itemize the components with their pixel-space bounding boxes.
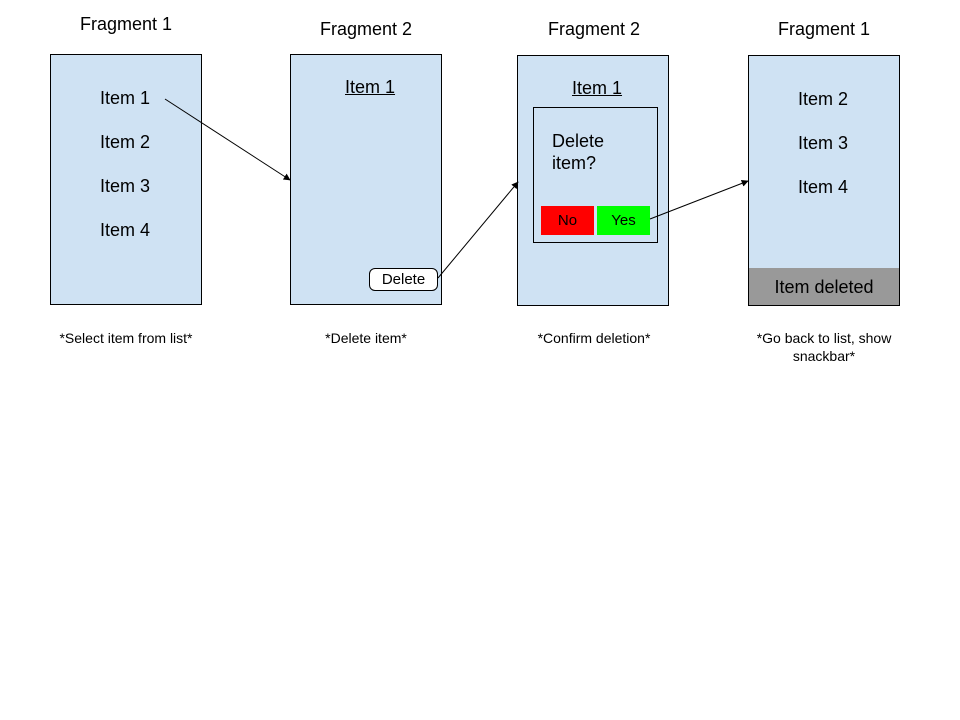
no-button[interactable]: No — [541, 206, 594, 235]
panel-1-title: Fragment 1 — [79, 14, 173, 34]
panel-4-caption-line-2: snackbar* — [792, 348, 856, 364]
list-item[interactable]: Item 4 — [798, 177, 849, 197]
delete-button[interactable]: Delete — [369, 268, 438, 291]
detail-header: Item 1 — [572, 78, 623, 98]
panel-2-screen: Item 1 Delete — [290, 54, 442, 305]
list-item[interactable]: Item 3 — [798, 133, 849, 153]
panel-3-caption: *Confirm deletion* — [537, 330, 651, 346]
confirm-dialog: Delete item? No Yes — [533, 107, 658, 243]
panel-1-caption: *Select item from list* — [59, 330, 193, 346]
panel-3-screen: Item 1 Delete item? No Yes — [517, 55, 669, 306]
yes-button[interactable]: Yes — [597, 206, 650, 235]
panel-2-title: Fragment 2 — [319, 19, 413, 39]
dialog-text-line-2: item? — [552, 153, 597, 173]
panel-4-caption-line-1: *Go back to list, show — [756, 330, 892, 346]
panel-3-title: Fragment 2 — [547, 19, 641, 39]
list-item[interactable]: Item 2 — [100, 132, 151, 152]
list-item[interactable]: Item 3 — [100, 176, 151, 196]
dialog-text-line-1: Delete — [552, 131, 605, 151]
panel-4-screen: Item 2 Item 3 Item 4 Item deleted — [748, 55, 900, 306]
snackbar: Item deleted — [749, 268, 899, 305]
detail-header: Item 1 — [345, 77, 396, 97]
list-item[interactable]: Item 4 — [100, 220, 151, 240]
list-item[interactable]: Item 2 — [798, 89, 849, 109]
panel-2-caption: *Delete item* — [325, 330, 407, 346]
list-item[interactable]: Item 1 — [100, 88, 151, 108]
panel-1-screen: Item 1 Item 2 Item 3 Item 4 — [50, 54, 202, 305]
panel-4-title: Fragment 1 — [777, 19, 871, 39]
arrow-delete-to-confirm — [437, 181, 519, 279]
